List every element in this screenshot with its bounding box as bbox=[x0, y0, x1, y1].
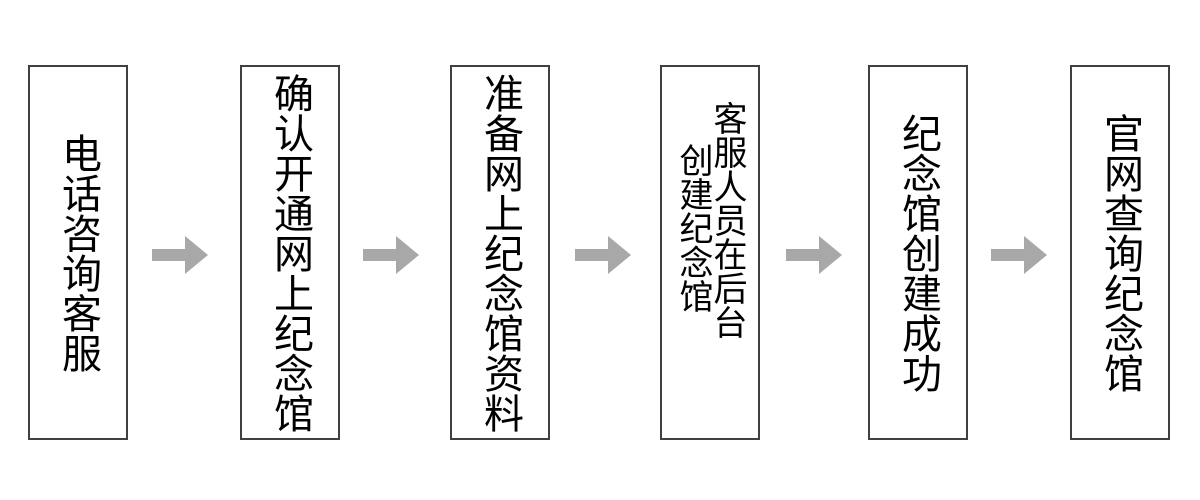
process-box-step-3[interactable]: 准备网上纪念馆资料 bbox=[450, 65, 550, 440]
process-box-step-4[interactable]: 客服人员在后台 创建纪念馆 bbox=[660, 65, 760, 440]
arrow-step-5-to-step-6 bbox=[991, 236, 1047, 274]
process-label-step-6: 官网查询纪念馆 bbox=[1097, 112, 1143, 393]
process-label-step-5: 纪念馆创建成功 bbox=[895, 112, 941, 393]
arrow-step-2-to-step-3 bbox=[363, 236, 419, 274]
process-box-step-2[interactable]: 确认开通网上纪念馆 bbox=[240, 65, 340, 440]
process-box-step-1[interactable]: 电话咨询客服 bbox=[28, 65, 128, 440]
process-label-step-3: 准备网上纪念馆资料 bbox=[477, 72, 523, 433]
arrow-step-1-to-step-2 bbox=[152, 236, 208, 274]
process-label-step-4-column-1: 客服人员在后台 bbox=[707, 101, 747, 339]
process-box-step-6[interactable]: 官网查询纪念馆 bbox=[1070, 65, 1170, 440]
arrow-step-3-to-step-4 bbox=[575, 236, 631, 274]
process-label-step-2: 确认开通网上纪念馆 bbox=[267, 72, 313, 433]
process-label-step-4-column-2: 创建纪念馆 bbox=[673, 143, 713, 313]
process-label-step-1: 电话咨询客服 bbox=[55, 132, 101, 373]
process-box-step-5[interactable]: 纪念馆创建成功 bbox=[868, 65, 968, 440]
arrow-step-4-to-step-5 bbox=[786, 236, 842, 274]
